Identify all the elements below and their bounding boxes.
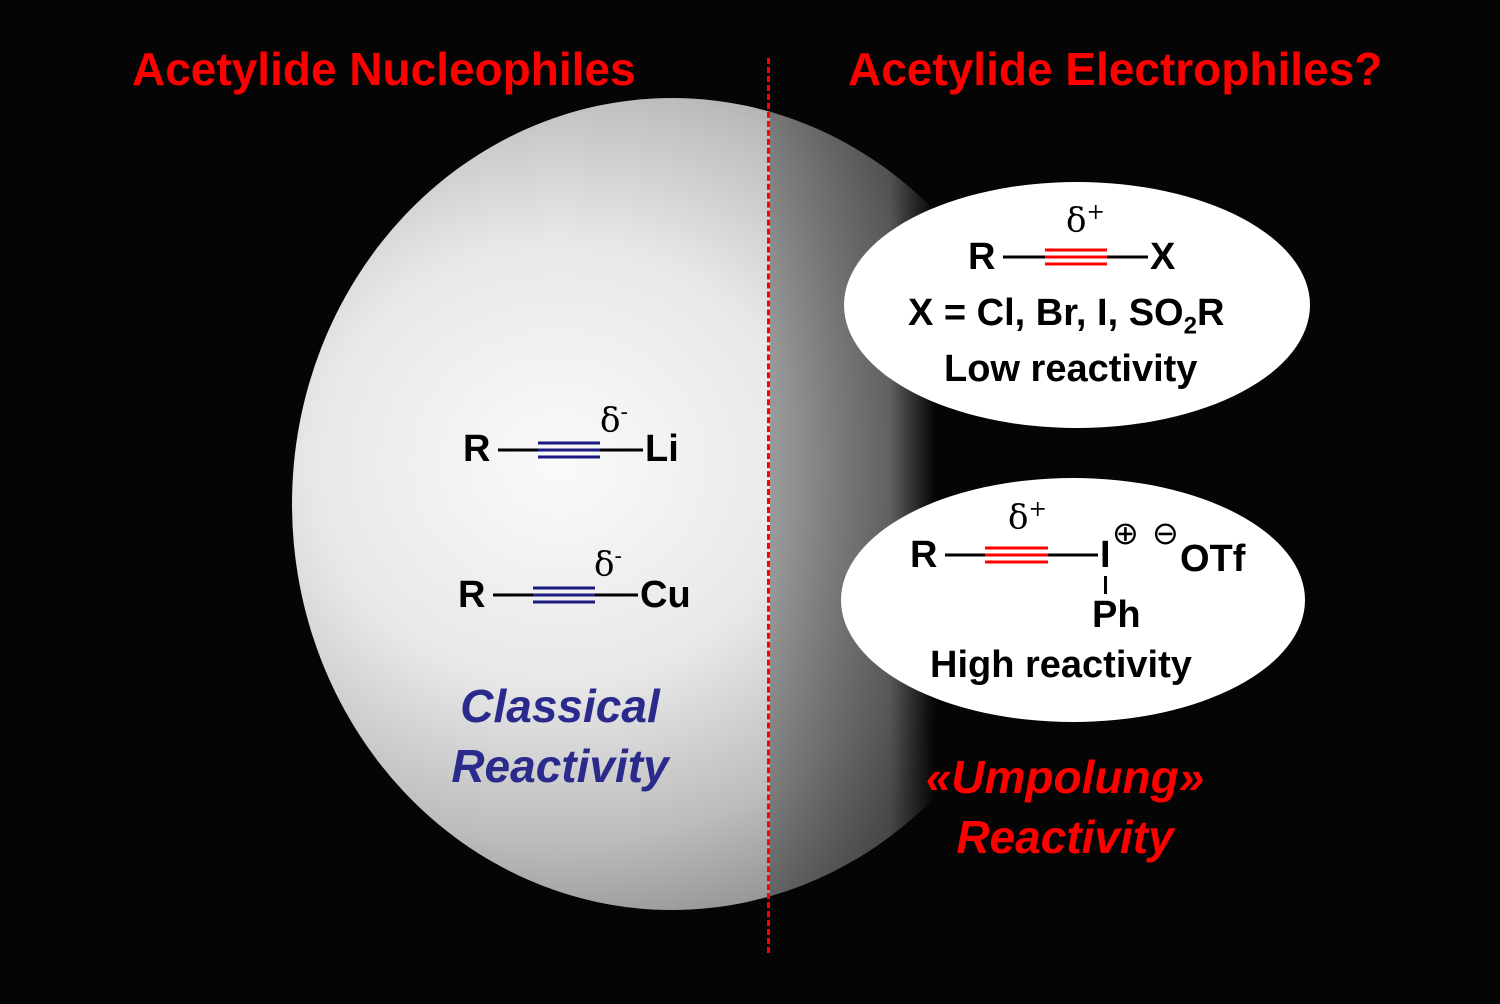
- umpolung-label-line2: Reactivity: [956, 811, 1174, 863]
- high-reactivity-bubble: [841, 478, 1305, 722]
- classical-label-line1: Classical: [460, 680, 660, 732]
- low-reactivity-label: Low reactivity: [944, 348, 1198, 390]
- right-title: Acetylide Electrophiles?: [848, 43, 1383, 95]
- triflate: OTf: [1180, 538, 1246, 580]
- top-x: X: [1150, 236, 1176, 278]
- cu-triple-bond: [493, 586, 638, 604]
- substituent-list: X = Cl, Br, I, SO2R: [908, 292, 1225, 340]
- plus-charge: ⊕: [1112, 515, 1139, 551]
- i-ph-bond: [1104, 576, 1107, 594]
- low-reactivity-bubble: [844, 182, 1310, 428]
- top-r: R: [968, 236, 996, 278]
- li-delta-minus: δ-: [600, 400, 628, 441]
- umpolung-label-line1: «Umpolung»: [925, 751, 1205, 803]
- left-title: Acetylide Nucleophiles: [132, 43, 636, 95]
- umpolung-reactivity-label: «Umpolung» Reactivity: [900, 747, 1230, 867]
- cu-delta-minus: δ-: [594, 544, 622, 585]
- cu-r: R: [458, 574, 486, 616]
- li-metal: Li: [645, 428, 679, 470]
- top-delta-plus: δ+: [1066, 200, 1105, 241]
- phenyl: Ph: [1092, 594, 1141, 636]
- li-r: R: [463, 428, 491, 470]
- minus-charge: ⊖: [1152, 515, 1179, 551]
- cu-metal: Cu: [640, 574, 691, 616]
- li-triple-bond: [498, 441, 643, 459]
- classical-label-line2: Reactivity: [451, 740, 669, 792]
- bottom-delta-plus: δ+: [1008, 497, 1047, 538]
- top-triple-bond: [1003, 248, 1148, 266]
- bottom-r: R: [910, 534, 938, 576]
- classical-reactivity-label: Classical Reactivity: [400, 676, 720, 796]
- dashed-divider: [767, 58, 770, 953]
- bottom-triple-bond: [945, 546, 1098, 564]
- high-reactivity-label: High reactivity: [930, 644, 1192, 686]
- iodine: I: [1100, 534, 1111, 576]
